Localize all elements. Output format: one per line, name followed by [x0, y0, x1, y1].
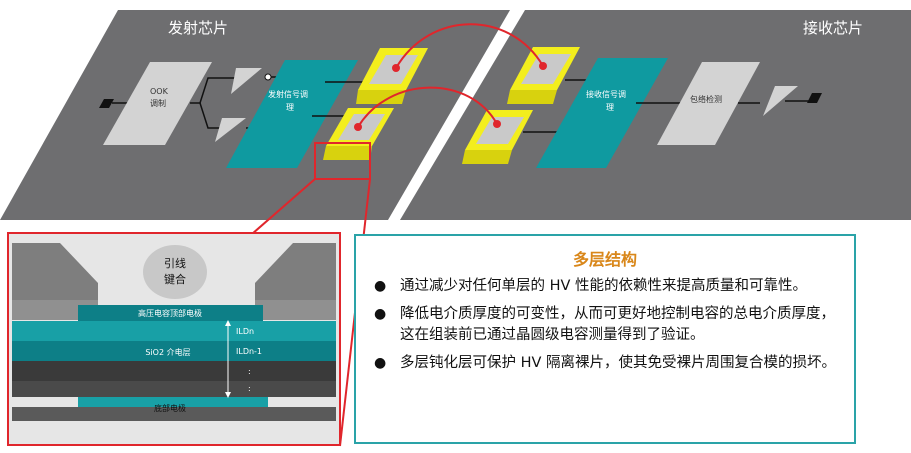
multilayer-info-panel: 多层结构 ● 通过减少对任何单层的 HV 性能的依赖性来提高质量和可靠性。 ● 降低… [354, 234, 856, 444]
tx-conditioning-block [226, 60, 358, 168]
zoom-connector-left [251, 178, 316, 235]
rx-cap-pad-lower-side [462, 150, 512, 164]
substrate-layer [12, 407, 336, 421]
rx-cond-label-1: 接收信号调 [586, 89, 626, 99]
top-electrode-layer [78, 305, 263, 321]
tx-cond-label-1: 发射信号调 [268, 89, 308, 99]
dots-label-1: : [248, 367, 251, 376]
bullet-dot-icon: ● [374, 278, 387, 294]
rx-cond-label-2: 理 [606, 103, 614, 112]
top-electrode-label: 高压电容顶部电极 [138, 308, 202, 318]
sio2-dielectric-layer [12, 341, 336, 361]
dark-layer-1 [12, 361, 336, 381]
thickness-arrow-down-icon [225, 392, 231, 398]
bond-label-1: 引线 [164, 256, 186, 270]
ook-modulator-block [103, 62, 212, 145]
rx-cap-pad-upper-side [507, 90, 557, 104]
tx-driver-upper-icon [231, 68, 262, 94]
passivation-left-base [12, 300, 98, 320]
rx-cap-pad-lower-center [476, 117, 524, 144]
info-bullet-item: ● 多层钝化层可保护 HV 隔离裸片，使其免受裸片周围复合模的损坏。 [370, 353, 840, 374]
bullet-dot-icon: ● [374, 355, 387, 371]
dots-label-2: : [248, 384, 251, 393]
passivation-right-base [255, 300, 336, 320]
tx-wire-lower [199, 102, 222, 129]
info-title: 多层结构 [572, 250, 637, 269]
tx-cap-pad-upper-side [356, 90, 406, 104]
rx-output-terminal [807, 93, 822, 103]
tx-cond-label-2: 理 [286, 103, 294, 112]
tx-chip-label: 发射芯片 [168, 19, 228, 37]
ook-label-2: 调制 [150, 98, 166, 108]
inverter-bubble-icon [264, 73, 272, 81]
bond-wire-upper [395, 23, 544, 69]
ook-label-1: OOK [150, 87, 169, 96]
info-bullet-list: ● 通过减少对任何单层的 HV 性能的依赖性来提高质量和可靠性。 ● 降低电介质厚度… [370, 276, 840, 381]
bond-label-2: 键合 [164, 272, 186, 286]
dark-layer-2 [12, 381, 336, 397]
rx-output-buffer-icon [763, 86, 798, 116]
info-bullet-item: ● 通过减少对任何单层的 HV 性能的依赖性来提高质量和可靠性。 [370, 276, 840, 297]
ild-n1-label: ILDn-1 [236, 347, 262, 356]
passivation-left [12, 243, 98, 300]
bullet-dot-icon: ● [374, 306, 387, 322]
bullet-text: 多层钝化层可保护 HV 隔离裸片，使其免受裸片周围复合模的损坏。 [400, 355, 837, 371]
rx-chip-label: 接收芯片 [803, 19, 863, 37]
envelope-detect-block [657, 62, 760, 145]
zoom-highlight-box [314, 142, 371, 180]
rx-cap-pad-upper-center [521, 54, 571, 84]
tx-input-terminal [99, 99, 114, 108]
bullet-text: 降低电介质厚度的可变性，从而可更好地控制电容的总电介质厚度，这在组装前已通过晶圆… [400, 306, 835, 343]
bottom-electrode-layer [78, 397, 268, 407]
bond-wire-lower [357, 86, 498, 128]
env-detect-label: 包络检测 [690, 94, 722, 104]
wire-bond-ball-icon [143, 245, 207, 299]
bottom-electrode-label: 底部电极 [154, 403, 186, 413]
tx-wire-upper [190, 77, 236, 104]
info-bullet-item: ● 降低电介质厚度的可变性，从而可更好地控制电容的总电介质厚度，这在组装前已通过晶… [370, 304, 840, 346]
thickness-arrow-up-icon [225, 320, 231, 326]
passivation-right [255, 243, 336, 300]
ild-n-label: ILDn [236, 327, 254, 336]
tx-cap-pad-lower-side [323, 146, 372, 160]
bullet-text: 通过减少对任何单层的 HV 性能的依赖性来提高质量和可靠性。 [400, 278, 808, 294]
ild-n-layer [12, 321, 336, 341]
rx-conditioning-block [536, 58, 668, 168]
tx-driver-lower-icon [215, 118, 246, 142]
sio2-label: SiO2 介电层 [145, 347, 190, 357]
